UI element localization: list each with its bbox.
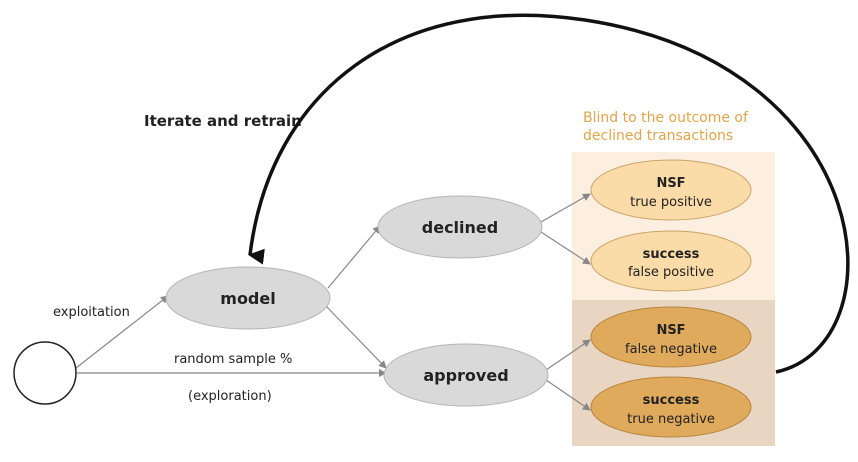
edge-declined-to-success [540,231,591,265]
approved-nsf-node [590,306,752,368]
edge-approved-to-nsf [545,339,591,371]
declined-nsf-title: NSF [656,176,685,191]
approved-nsf-sub: false negative [625,342,717,357]
iterate-retrain-loop-arrow [248,13,850,374]
blind-note-line2: declined transactions [583,128,733,144]
approved-success-sub: true negative [627,412,715,427]
model-node [165,266,331,330]
blind-note-line1: Blind to the outcome of [583,110,749,126]
approved-success-title: success [643,393,700,408]
edge-model-to-approved [325,305,387,369]
exploration-label: (exploration) [188,389,272,404]
approved-nsf-title: NSF [656,323,685,338]
approved-node [383,343,549,407]
start-node [13,341,77,405]
edge-declined-to-nsf [540,193,591,223]
declined-node-label: declined [422,218,498,237]
declined-success-title: success [643,247,700,262]
iterate-retrain-label: Iterate and retrain [144,112,302,130]
edge-approved-to-success [545,379,591,411]
declined-nsf-sub: true positive [630,195,712,210]
random-sample-label: random sample % [174,352,292,367]
edge-model-to-declined [327,225,381,289]
model-node-label: model [220,289,275,308]
declined-node [377,195,543,259]
approved-node-label: approved [423,366,508,385]
approved-success-node [590,376,752,438]
declined-success-sub: false positive [628,265,714,280]
declined-success-node [590,230,752,292]
edge-start-to-model [75,295,169,369]
declined-nsf-node [590,159,752,221]
exploitation-label: exploitation [53,305,130,320]
